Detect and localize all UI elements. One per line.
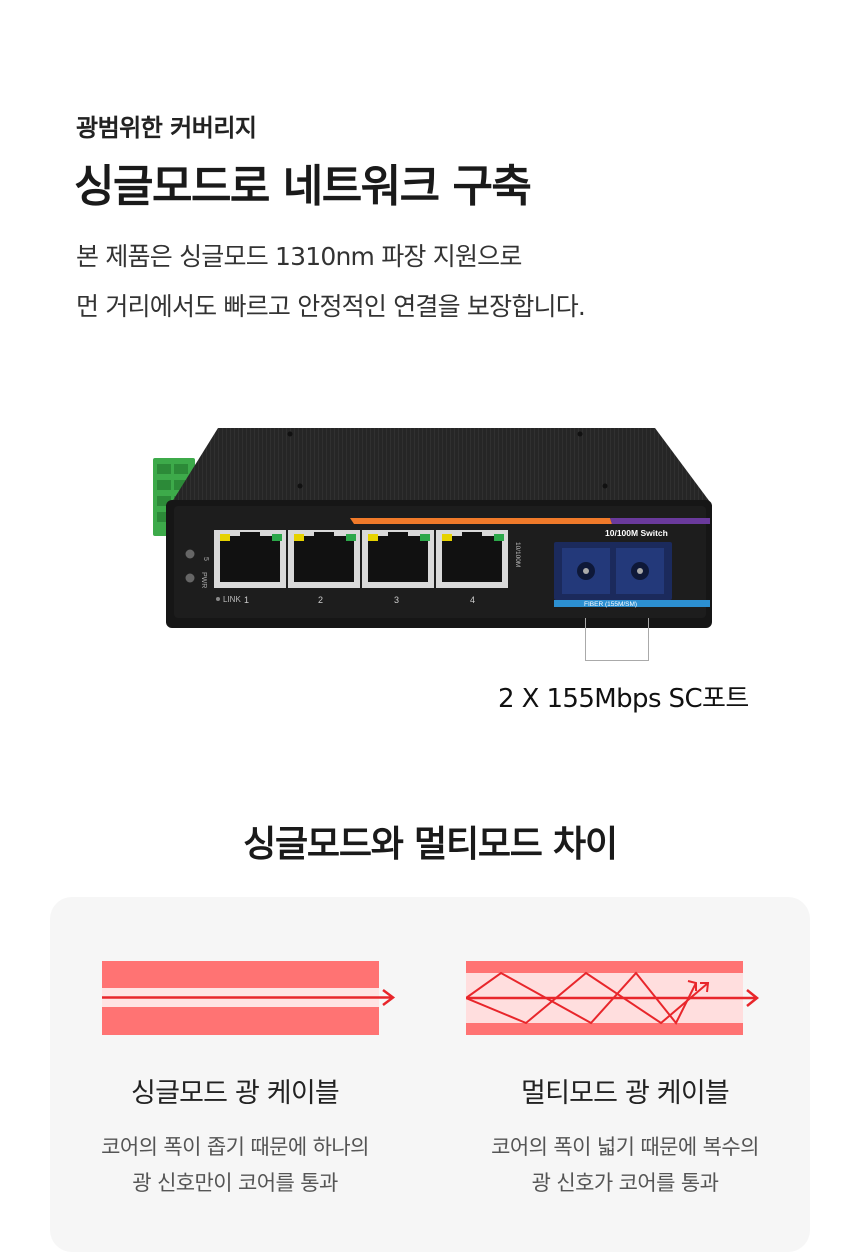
fiber-label: FIBER (155M/SM) [584,601,637,608]
rj45-port-4 [436,530,508,588]
link-label: LINK [223,595,241,604]
description-line-1: 본 제품은 싱글모드 1310nm 파장 지원으로 [76,242,522,271]
port-callout-label: 2 X 155Mbps SC포트 [498,684,749,714]
multi-mode-column: 멀티모드 광 케이블 코어의 폭이 넓기 때문에 복수의 광 신호가 코어를 통… [430,897,810,1252]
multi-mode-description: 코어의 폭이 넓기 때문에 복수의 광 신호가 코어를 통과 [435,1129,815,1201]
switch-top [172,428,710,502]
page-title: 싱글모드로 네트워크 구축 [74,161,532,212]
rj45-port-2 [288,530,360,588]
single-mode-title: 싱글모드 광 케이블 [131,1078,340,1109]
speed-label: 10/100M [514,542,521,567]
port-number-1: 1 [244,595,249,605]
switch-label: 10/100M Switch [605,528,668,538]
multi-mode-desc-line-1: 코어의 폭이 넓기 때문에 복수의 [491,1135,759,1159]
rj45-port-3 [362,530,434,588]
led-label-5: 5 [202,557,209,561]
led-label-pwr: PWR [200,572,207,588]
single-mode-desc-line-2: 광 신호만이 코어를 통과 [132,1171,338,1195]
port-number-2: 2 [318,595,323,605]
sc-fiber-ports: FIBER (155M/SM) [554,542,710,608]
rj45-port-1 [214,530,286,588]
switch-illustration: 10/100M Switch 5 PWR 10/100M LINK 1 2 3 … [153,428,712,628]
comparison-title: 싱글모드와 멀티모드 차이 [243,824,618,865]
port-number-4: 4 [470,595,475,605]
multi-mode-desc-line-2: 광 신호가 코어를 통과 [531,1171,719,1195]
intro-description: 본 제품은 싱글모드 1310nm 파장 지원으로 먼 거리에서도 빠르고 안정… [76,232,586,332]
description-line-2: 먼 거리에서도 빠르고 안정적인 연결을 보장합니다. [76,292,586,321]
eyebrow-text: 광범위한 커버리지 [76,114,257,142]
single-mode-cable-diagram [102,961,396,1035]
port-number-3: 3 [394,595,399,605]
port-callout-line [585,618,649,661]
single-mode-column: 싱글모드 광 케이블 코어의 폭이 좁기 때문에 하나의 광 신호만이 코어를 … [50,897,430,1252]
multi-mode-cable-diagram [466,961,760,1035]
comparison-card: 싱글모드 광 케이블 코어의 폭이 좁기 때문에 하나의 광 신호만이 코어를 … [50,897,810,1252]
single-mode-desc-line-1: 코어의 폭이 좁기 때문에 하나의 [101,1135,369,1159]
single-mode-description: 코어의 폭이 좁기 때문에 하나의 광 신호만이 코어를 통과 [45,1129,425,1201]
multi-mode-title: 멀티모드 광 케이블 [521,1078,730,1109]
